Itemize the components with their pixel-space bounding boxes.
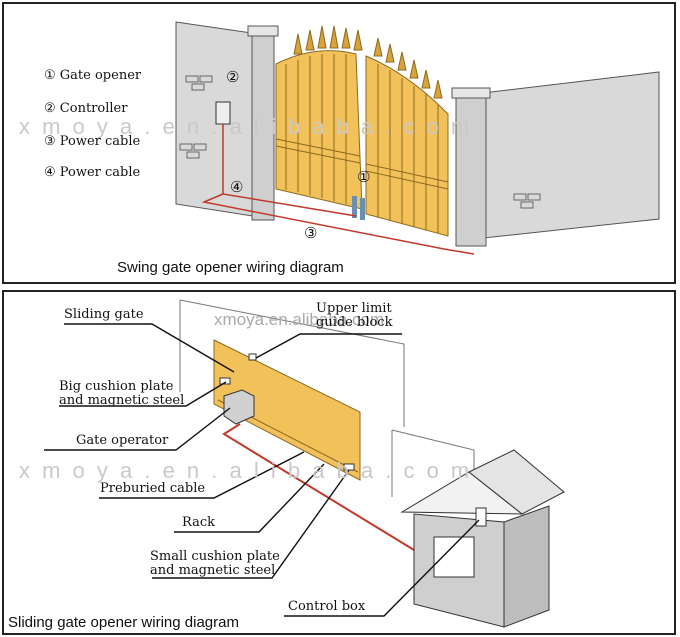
control-box: [475, 507, 487, 527]
upper-guide-block: [248, 353, 257, 361]
guardhouse-side: [503, 505, 550, 628]
left-wall-bricks: [179, 75, 213, 159]
label-upper-limit: Upper limit: [316, 301, 392, 316]
gate-spikes: [293, 25, 443, 99]
label-big-cushion: Big cushion plate: [59, 379, 174, 394]
label-small-cushion: Small cushion plate: [150, 549, 280, 564]
legend-item-2: ② Controller: [44, 101, 128, 116]
legend-label: Gate opener: [59, 68, 142, 83]
legend-label: Power cable: [59, 165, 141, 180]
sliding-caption: Sliding gate opener wiring diagram: [8, 614, 239, 631]
watermark-small: xmoya.en.alibaba.com: [214, 310, 385, 329]
legend-item-3: ③ Power cable: [44, 134, 141, 149]
label-rack: Rack: [182, 515, 215, 530]
gate-operator: [223, 389, 255, 425]
marker-3: ③: [304, 224, 318, 242]
right-gate-leaf: [365, 55, 449, 237]
legend-item-1: ① Gate opener: [44, 68, 142, 83]
marker-2: ②: [226, 68, 240, 86]
swing-gate-panel: x m o y a . e n . a l i b a b a . c o m …: [2, 2, 676, 284]
gate-opener-arm: [352, 196, 357, 218]
power-cable-3: [201, 193, 475, 255]
legend-item-4: ④ Power cable: [44, 165, 141, 180]
gate-bars: [275, 54, 449, 233]
right-wall-bricks: [513, 193, 541, 209]
label-small-cushion-2: and magnetic steel: [150, 563, 276, 578]
marker-4: ④: [230, 178, 244, 196]
label-guide-block: guide block: [316, 315, 393, 330]
swing-gate-illustration: [175, 21, 660, 255]
watermark: x m o y a . e n . a l i b a b a . c o m: [19, 458, 473, 483]
big-cushion-plate: [219, 377, 231, 385]
guardhouse-roof-side: [468, 449, 565, 515]
label-control-box: Control box: [288, 599, 366, 614]
label-sliding-gate: Sliding gate: [64, 307, 144, 322]
sliding-gate: [213, 339, 361, 481]
right-wall: [473, 71, 660, 240]
preburied-cable: [222, 423, 415, 551]
guardhouse-window: [433, 536, 475, 578]
label-big-cushion-2: and magnetic steel: [59, 393, 185, 408]
legend-label: Controller: [59, 101, 128, 116]
swing-caption: Swing gate opener wiring diagram: [117, 259, 344, 276]
label-preburied-cable: Preburied cable: [100, 481, 206, 496]
leader-lines: [44, 323, 480, 617]
watermark: x m o y a . e n . a l i b a b a . c o m: [19, 114, 473, 139]
sliding-gate-illustration: [44, 299, 565, 628]
label-gate-operator: Gate operator: [76, 433, 169, 448]
marker-1: ①: [357, 168, 371, 186]
sliding-gate-panel: xmoya.en.alibaba.com x m o y a . e n . a…: [2, 290, 676, 635]
legend-label: Power cable: [59, 134, 141, 149]
